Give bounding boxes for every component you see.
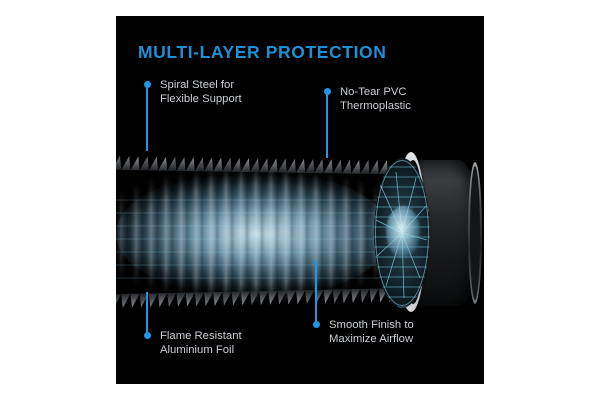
callout-leader-spiral-steel — [146, 86, 148, 151]
callout-no-tear-pvc-line2: Thermoplastic — [340, 100, 411, 113]
callout-leader-smooth-finish — [315, 260, 317, 324]
callout-label-smooth-finish: Smooth Finish to Maximize Airflow — [329, 318, 414, 346]
opening-edge-ring — [375, 160, 429, 306]
hose-inner-glow — [116, 170, 391, 298]
callout-flame-resistant-line1: Flame Resistant — [160, 330, 242, 342]
callout-smooth-finish-line2: Maximize Airflow — [329, 333, 414, 346]
callout-label-flame-resistant: Flame Resistant Aluminium Foil — [160, 329, 242, 357]
callout-label-spiral-steel: Spiral Steel for Flexible Support — [160, 78, 242, 106]
callout-dot-spiral-steel — [144, 81, 151, 88]
callout-dot-no-tear-pvc — [324, 88, 331, 95]
duct-opening — [374, 158, 430, 308]
callout-leader-flame-resistant — [146, 292, 148, 336]
hose-ribs — [116, 166, 391, 302]
callout-dot-smooth-finish — [313, 321, 320, 328]
page-title: MULTI-LAYER PROTECTION — [138, 42, 387, 62]
spiral-steel-teeth — [116, 155, 407, 308]
callout-spiral-steel-line2: Flexible Support — [160, 93, 242, 106]
callout-no-tear-pvc-line1: No-Tear PVC — [340, 86, 407, 98]
callout-label-no-tear-pvc: No-Tear PVC Thermoplastic — [340, 85, 411, 113]
product-illustration — [116, 138, 484, 323]
fan-housing-assembly — [374, 146, 484, 316]
hose-scan-lines — [116, 188, 391, 280]
callout-dot-flame-resistant — [144, 332, 151, 339]
callout-flame-resistant-line2: Aluminium Foil — [160, 344, 235, 357]
black-panel: MULTI-LAYER PROTECTION — [116, 16, 484, 384]
callout-leader-no-tear-pvc — [326, 93, 328, 158]
callout-spiral-steel-line1: Spiral Steel for — [160, 79, 235, 91]
callout-smooth-finish-line1: Smooth Finish to — [329, 319, 414, 331]
barrel-rear-rim-inner — [470, 166, 480, 300]
flexible-hose — [116, 158, 391, 310]
